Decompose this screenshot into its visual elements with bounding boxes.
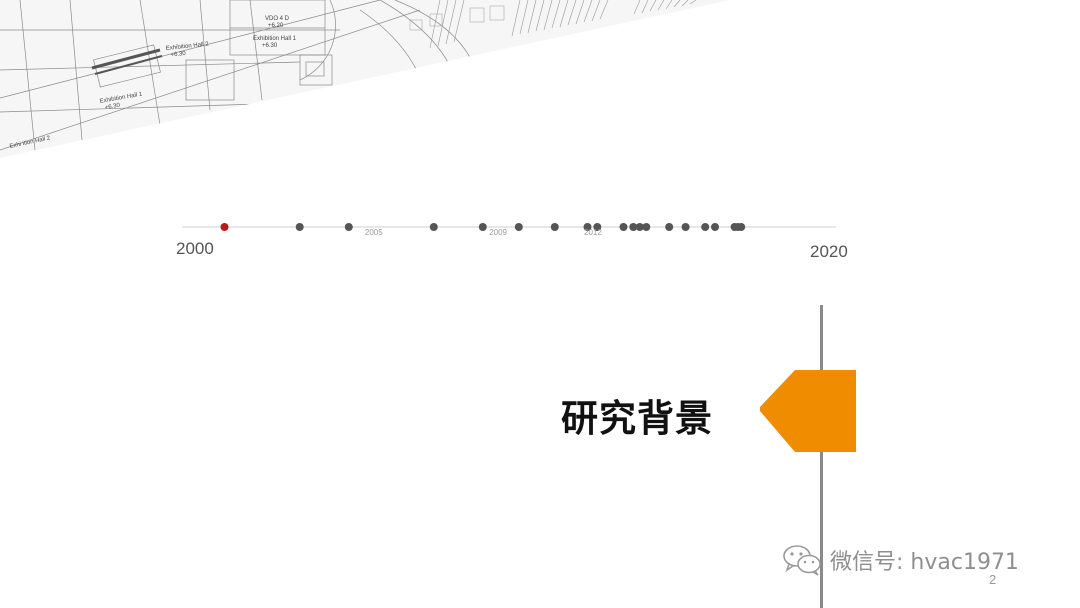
vertical-divider — [820, 305, 823, 608]
blueprint-image: Exhibition Hall 2+6.30 VDO 4 D+6.20 Exhi… — [0, 0, 730, 158]
timeline-point — [711, 223, 719, 231]
timeline-point — [665, 223, 674, 231]
timeline-end-year: 2020 — [810, 242, 848, 261]
timeline-point — [583, 223, 592, 231]
timeline-point — [642, 223, 651, 231]
timeline-tick-label: 2005 — [364, 228, 383, 237]
blueprint-label: VDO 4 D+6.20 — [265, 16, 290, 29]
timeline-point — [344, 223, 353, 231]
section-title: 研究背景 — [561, 397, 713, 440]
timeline: 2000 2020 2005 2009 2012 — [0, 0, 1080, 270]
timeline-point — [429, 223, 438, 231]
page-number: 2 — [989, 572, 997, 587]
timeline-point — [737, 223, 746, 231]
timeline-tick-label: 2009 — [489, 228, 507, 237]
wechat-icon — [783, 545, 821, 576]
timeline-axis — [182, 223, 836, 231]
timeline-point — [593, 223, 602, 231]
blueprint-label: Exhibition Hall 2+6.30 — [166, 41, 211, 58]
timeline-tick-label: 2012 — [584, 228, 602, 237]
timeline-point — [619, 223, 628, 231]
timeline-point — [550, 223, 559, 231]
orange-arrow-shape — [760, 370, 856, 452]
watermark-text: 微信号: hvac1971 — [830, 550, 1019, 575]
timeline-point — [514, 223, 523, 231]
timeline-point — [635, 223, 644, 231]
timeline-point-highlight — [220, 223, 229, 231]
timeline-point — [681, 223, 690, 231]
blueprint-label: Exhibition Hall 1+6.30 — [253, 36, 297, 49]
watermark: 微信号: hvac1971 — [782, 543, 1019, 577]
timeline-point — [629, 223, 638, 231]
timeline-point — [478, 223, 487, 231]
timeline-point — [295, 223, 304, 231]
timeline-start-year: 2000 — [176, 239, 214, 258]
timeline-point — [701, 223, 710, 231]
